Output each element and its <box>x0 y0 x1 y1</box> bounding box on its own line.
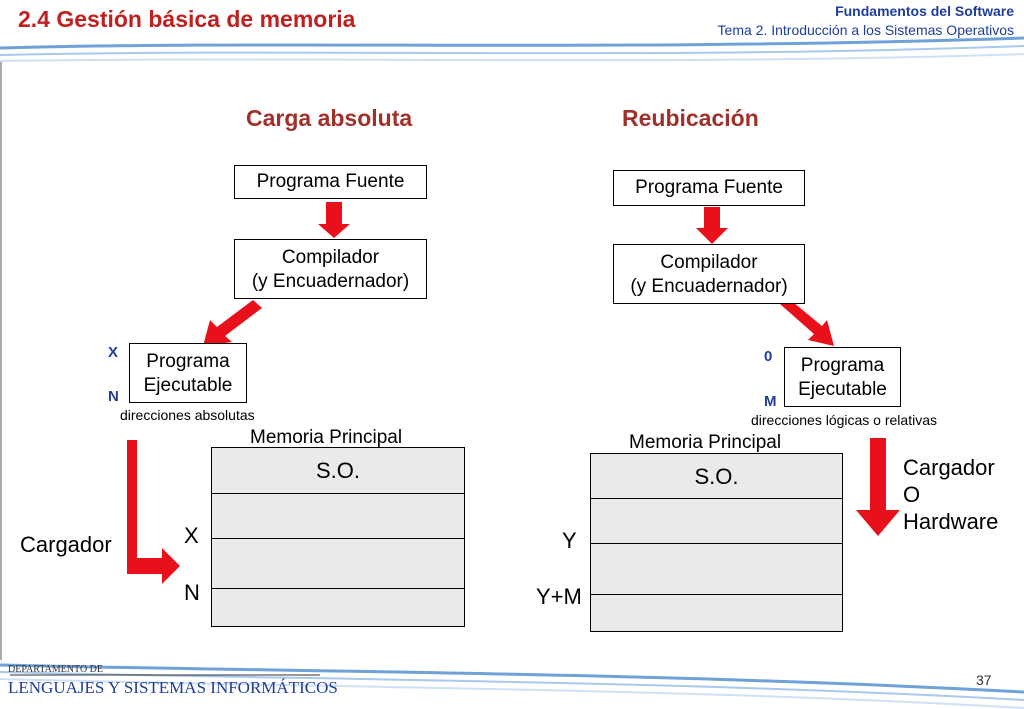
hardware-label: Hardware <box>903 509 999 534</box>
memory-address-n: N <box>184 580 200 605</box>
or-label: O <box>903 482 921 507</box>
executable-sub-label: Ejecutable <box>798 379 887 400</box>
heading-relocation: Reubicación <box>622 105 759 131</box>
source-program-label: Programa Fuente <box>635 177 783 198</box>
slide-title: 2.4 Gestión básica de memoria <box>18 6 356 32</box>
os-region-right: S.O. <box>694 464 739 489</box>
source-program-box-right: Programa Fuente <box>613 170 805 206</box>
arrow-compiler-to-exec-right <box>780 298 834 346</box>
page-number: 37 <box>976 672 992 688</box>
memory-divider <box>212 493 464 494</box>
memory-divider <box>591 543 842 544</box>
department-caption: DEPARTAMENTO DE <box>8 664 103 675</box>
arrow-loader-left <box>127 440 180 584</box>
compiler-sub-label: (y Encuadernador) <box>251 271 410 292</box>
topic-name: Tema 2. Introducción a los Sistemas Oper… <box>717 22 1014 38</box>
compiler-box-left: Compilador (y Encuadernador) <box>234 239 427 299</box>
executable-box-right: Programa Ejecutable <box>784 347 901 407</box>
memory-address-y: Y <box>562 528 577 553</box>
main-memory-left: S.O. <box>211 447 465 627</box>
loader-label-right: Cargador <box>903 455 995 480</box>
main-memory-title-right: Memoria Principal <box>629 432 782 453</box>
arrow-source-to-compiler-left <box>318 202 350 238</box>
arrow-compiler-to-exec-left <box>203 300 262 346</box>
executable-label: Programa <box>146 351 230 372</box>
exec-end-label-right: M <box>764 393 777 410</box>
arrow-source-to-compiler-right <box>696 207 728 244</box>
loader-label-left: Cargador <box>20 532 112 557</box>
memory-divider <box>212 538 464 539</box>
source-program-box-left: Programa Fuente <box>234 165 427 199</box>
memory-divider <box>212 588 464 589</box>
exec-end-label-left: N <box>108 388 119 405</box>
course-name: Fundamentos del Software <box>835 3 1014 19</box>
department-name: LENGUAJES Y SISTEMAS INFORMÁTICOS <box>8 678 338 697</box>
compiler-sub-label: (y Encuadernador) <box>630 276 788 297</box>
relative-addresses-note: direcciones lógicas o relativas <box>751 412 937 428</box>
compiler-label: Compilador <box>660 252 758 273</box>
compiler-label: Compilador <box>281 247 380 268</box>
exec-start-label-left: X <box>108 344 119 361</box>
absolute-addresses-note: direcciones absolutas <box>120 407 255 423</box>
executable-label: Programa <box>800 355 885 376</box>
source-program-label: Programa Fuente <box>256 171 405 192</box>
main-memory-title-left: Memoria Principal <box>250 427 403 448</box>
memory-divider <box>591 594 842 595</box>
exec-start-label-right: 0 <box>764 348 773 365</box>
heading-absolute-load: Carga absoluta <box>246 105 413 131</box>
os-region-left: S.O. <box>315 458 360 483</box>
memory-address-y-plus-m: Y+M <box>536 584 582 609</box>
memory-divider <box>591 498 842 499</box>
arrow-loader-right <box>856 438 900 536</box>
main-memory-right: S.O. <box>590 453 843 632</box>
executable-sub-label: Ejecutable <box>143 375 233 396</box>
compiler-box-right: Compilador (y Encuadernador) <box>613 244 805 304</box>
memory-address-x: X <box>184 523 199 548</box>
executable-box-left: Programa Ejecutable <box>129 343 247 403</box>
loader-or-hardware-label: Cargador O Hardware <box>903 454 998 535</box>
